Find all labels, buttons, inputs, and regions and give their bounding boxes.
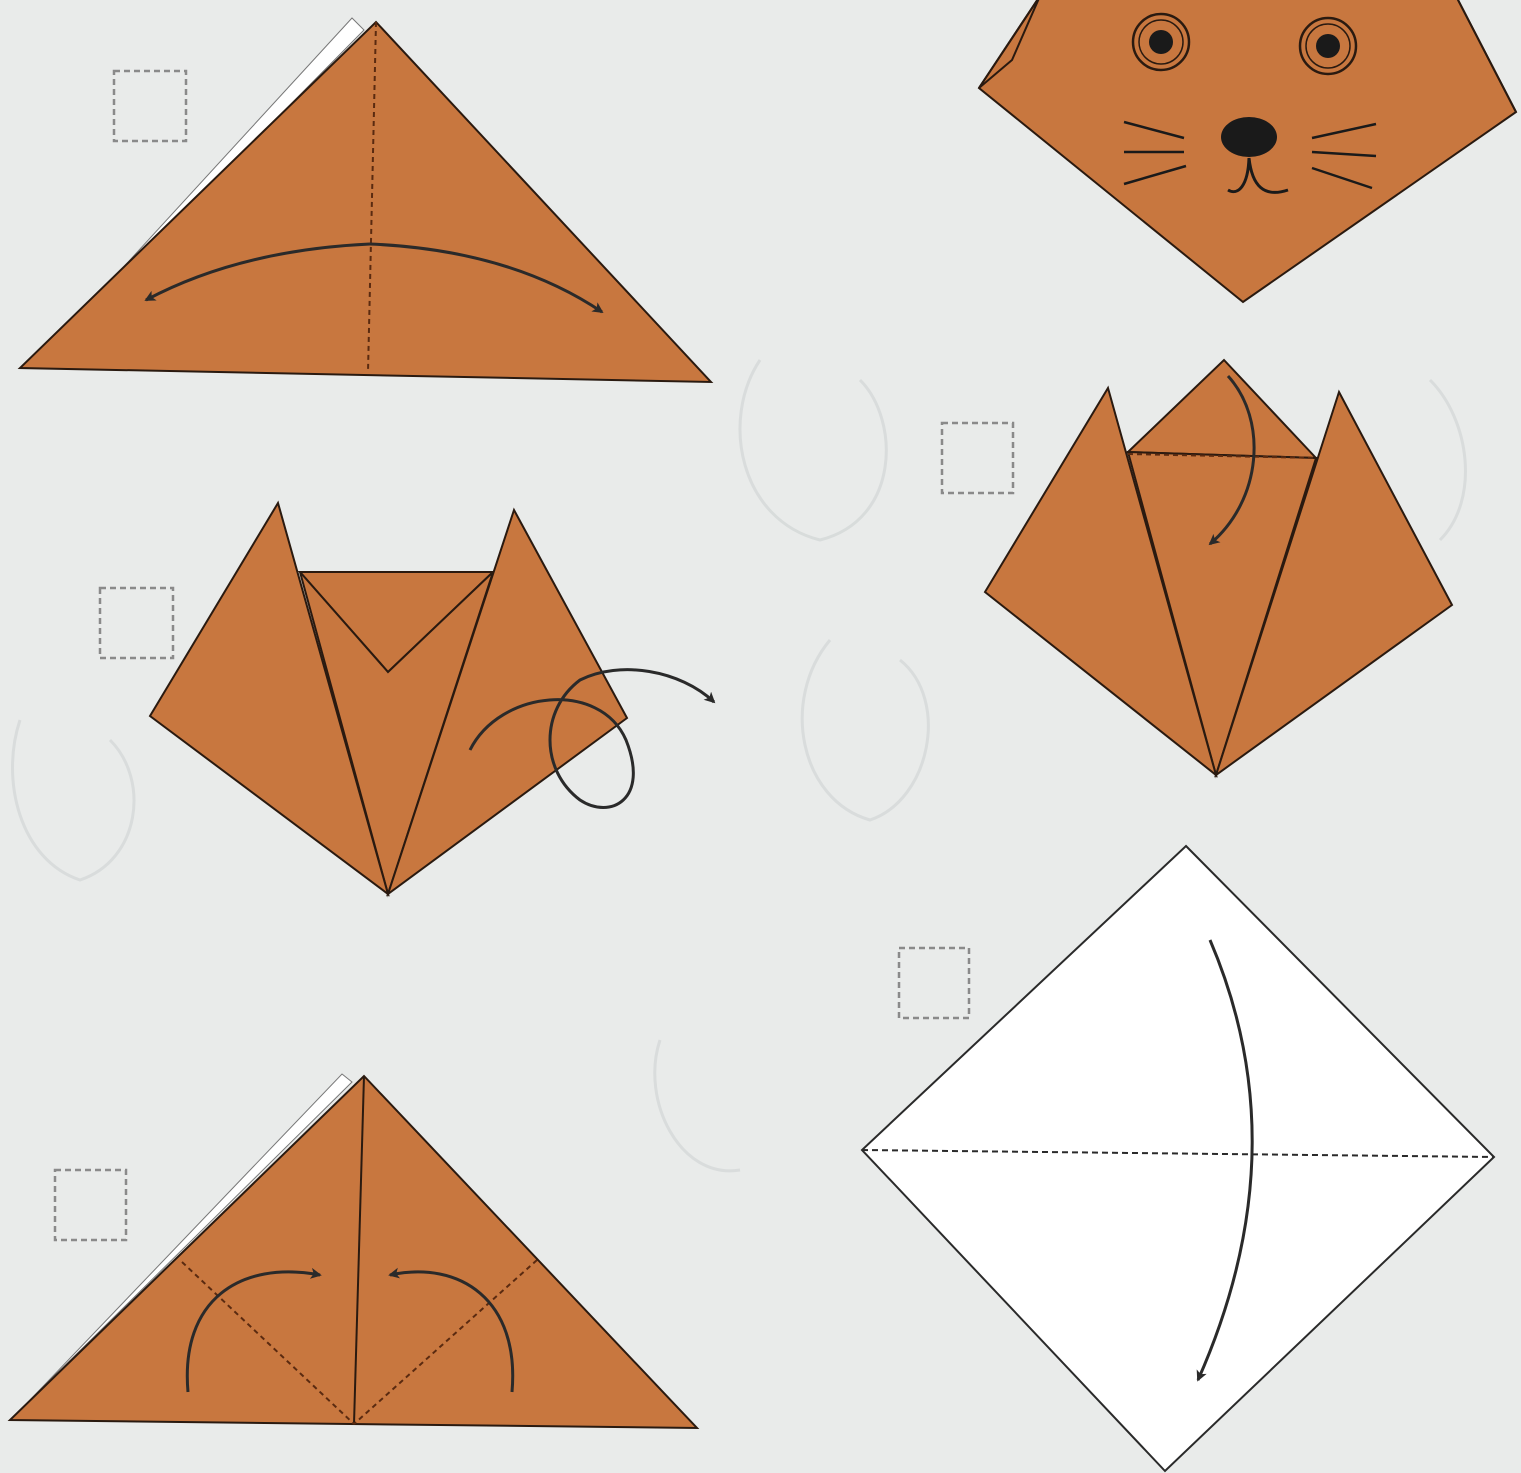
step-start-square xyxy=(862,846,1494,1471)
step-fold-triangle xyxy=(20,18,711,382)
step-finished-face xyxy=(979,0,1516,302)
checkbox[interactable] xyxy=(114,71,186,141)
checkbox[interactable] xyxy=(100,588,173,658)
paper-triangle xyxy=(10,1076,697,1428)
checkbox[interactable] xyxy=(942,423,1013,493)
top-flap xyxy=(1128,360,1316,458)
step-fold-corners-up xyxy=(10,1074,697,1428)
nose-icon xyxy=(1221,117,1277,157)
checkbox[interactable] xyxy=(899,948,969,1018)
step-fold-top-down xyxy=(942,360,1452,775)
paper-triangle xyxy=(20,22,711,382)
eye-right-icon xyxy=(1300,18,1356,74)
step-turn-over xyxy=(100,503,714,894)
checkbox[interactable] xyxy=(55,1170,126,1240)
paper-square xyxy=(862,846,1494,1471)
eye-left-icon xyxy=(1133,14,1189,70)
